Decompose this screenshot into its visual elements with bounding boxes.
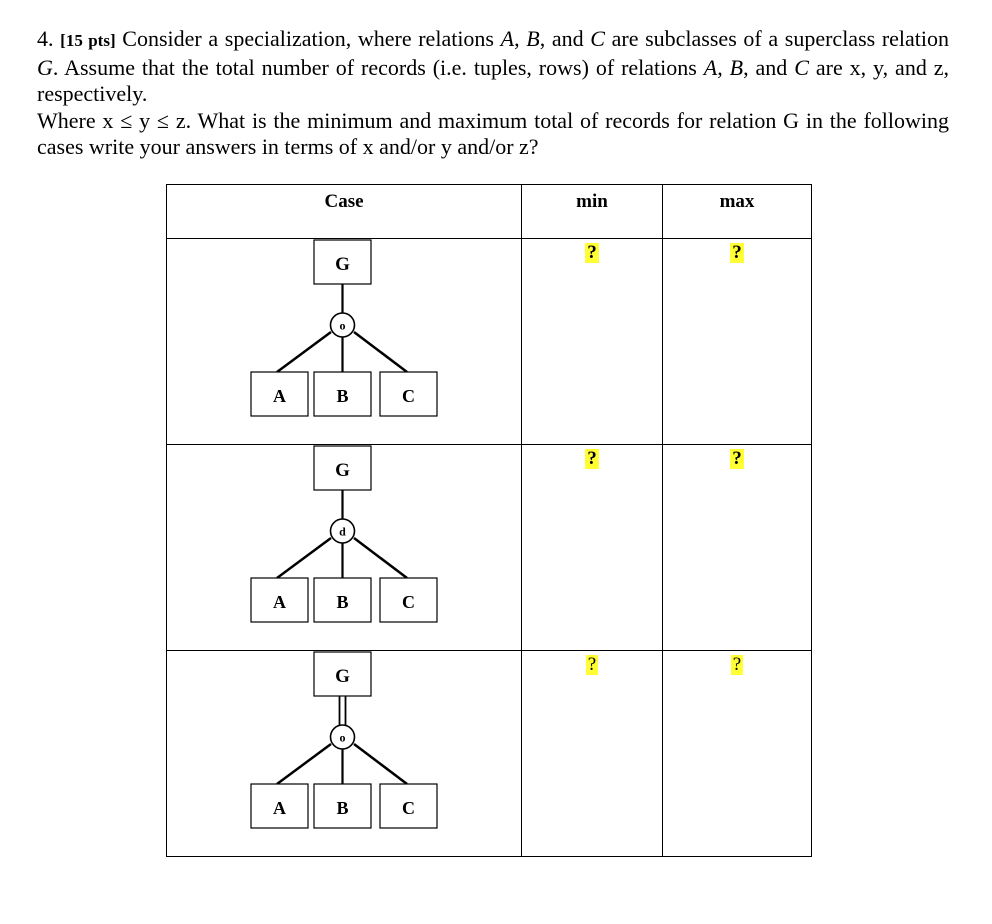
relation-name: C [590, 26, 605, 51]
max-answer-cell[interactable]: ? [662, 444, 812, 651]
subclass-link-a [276, 330, 332, 374]
constraint-circle: o [329, 312, 356, 338]
min-answer[interactable]: ? [585, 654, 599, 675]
question-paragraph-2: Where x ≤ y ≤ z. What is the minimum and… [37, 107, 949, 160]
question-text-part: , [514, 26, 527, 51]
specialization-diagram: G o A B [250, 651, 438, 829]
question-text: 4. [15 pts] Consider a specialization, w… [37, 26, 949, 161]
header-max: max [662, 184, 812, 239]
header-case: Case [166, 184, 522, 239]
table-header-row: Case min max [166, 184, 812, 239]
superclass-label: G [335, 460, 350, 481]
subclass-label: B [336, 592, 348, 612]
subclass-label: B [336, 386, 348, 406]
subclass-box-b: B [313, 371, 372, 417]
constraint-symbol: d [339, 525, 346, 539]
subclass-link-a [276, 536, 332, 580]
subclass-box-a: A [250, 577, 309, 623]
superclass-label: G [335, 666, 350, 687]
constraint-circle: o [329, 724, 356, 750]
superclass-label: G [335, 254, 350, 275]
question-points: [15 pts] [60, 31, 116, 50]
subclass-link-a [276, 742, 332, 786]
question-text-part: , [717, 54, 730, 80]
relation-name: G [37, 54, 53, 80]
question-text-part: . Assume that the total number of record… [52, 54, 704, 80]
subclass-label: B [336, 798, 348, 818]
question-text-part: Consider a specialization, where relatio… [122, 26, 501, 51]
subclass-box-c: C [379, 371, 438, 417]
case-diagram-cell: G o A B [166, 238, 522, 445]
case-diagram-cell: G o A B [166, 650, 522, 857]
subclass-label: C [402, 592, 415, 612]
min-answer[interactable]: ? [585, 448, 599, 469]
min-answer-cell[interactable]: ? [521, 238, 663, 445]
subclass-box-c: C [379, 577, 438, 623]
subclass-box-a: A [250, 371, 309, 417]
question-text-part: , and [539, 26, 591, 51]
subclass-label: A [273, 798, 286, 818]
table-row: G o A B [166, 650, 812, 857]
header-min: min [521, 184, 663, 239]
case-diagram-cell: G d A B [166, 444, 522, 651]
relation-name: B [729, 54, 744, 80]
question-paragraph-1: 4. [15 pts] Consider a specialization, w… [37, 26, 949, 108]
relation-name: C [794, 54, 809, 80]
min-answer-cell[interactable]: ? [521, 650, 663, 857]
table-row: G o A B [166, 238, 812, 445]
question-text-part: are x, y, and z, respectively. [37, 54, 950, 107]
superclass-box: G [313, 651, 372, 697]
max-answer-cell[interactable]: ? [662, 238, 812, 445]
subclass-box-c: C [379, 783, 438, 829]
subclass-link-c [353, 743, 408, 785]
superclass-box: G [313, 239, 372, 285]
min-answer-cell[interactable]: ? [521, 444, 663, 651]
relation-name: A [500, 26, 515, 51]
question-text-part: are subclasses of a superclass relation [604, 26, 950, 51]
subclass-label: A [273, 592, 286, 612]
subclass-label: C [402, 798, 415, 818]
max-answer-cell[interactable]: ? [662, 650, 812, 857]
specialization-diagram: G o A B [250, 239, 438, 417]
subclass-box-b: B [313, 577, 372, 623]
min-answer[interactable]: ? [585, 242, 599, 263]
subclass-label: C [402, 386, 415, 406]
relation-name: A [703, 54, 718, 80]
subclass-link-c [353, 537, 408, 579]
subclass-link-c [353, 331, 408, 373]
superclass-box: G [313, 445, 372, 491]
question-number: 4. [37, 26, 54, 51]
constraint-circle: d [329, 518, 356, 544]
subclass-box-a: A [250, 783, 309, 829]
relation-name: B [526, 26, 540, 51]
answer-table: Case min max G o A [166, 184, 812, 857]
constraint-symbol: o [340, 319, 346, 333]
table-row: G d A B [166, 444, 812, 651]
max-answer[interactable]: ? [730, 448, 744, 469]
max-answer[interactable]: ? [730, 242, 744, 263]
specialization-diagram: G d A B [250, 445, 438, 623]
constraint-symbol: o [340, 731, 346, 745]
max-answer[interactable]: ? [730, 654, 744, 675]
subclass-label: A [273, 386, 286, 406]
question-text-part: , and [743, 54, 795, 80]
subclass-box-b: B [313, 783, 372, 829]
